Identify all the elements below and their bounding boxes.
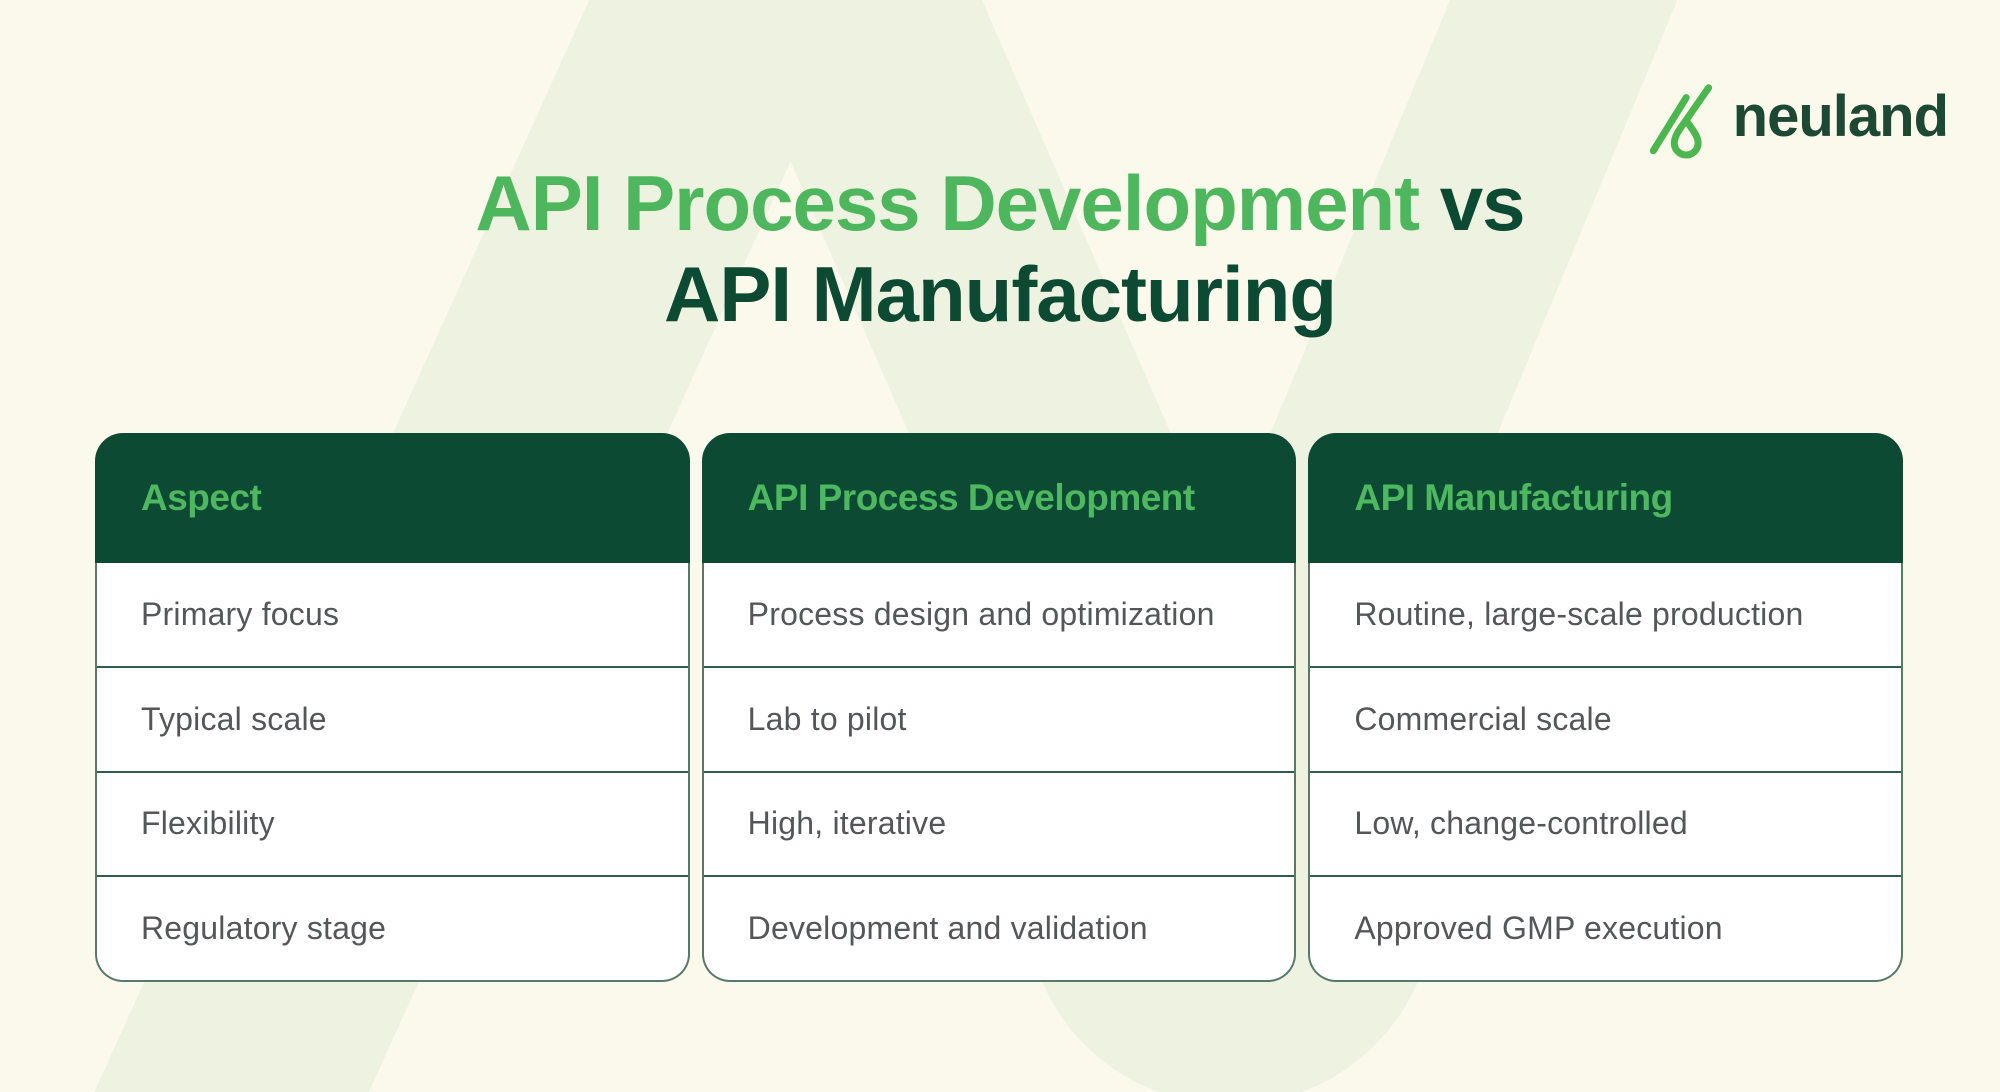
brand-logo: neuland bbox=[1647, 74, 1949, 166]
table-cell: Regulatory stage bbox=[97, 875, 688, 980]
column-aspect: Aspect Primary focus Typical scale Flexi… bbox=[95, 433, 690, 982]
table-cell: Process design and optimization bbox=[747, 595, 1215, 632]
title-line-2: API Manufacturing bbox=[663, 250, 1337, 339]
title-line1-dark: vs bbox=[1419, 159, 1526, 247]
table-cell: Low, change-controlled bbox=[1310, 770, 1902, 876]
title-line-1: API Process Development vs bbox=[0, 158, 2000, 249]
title-line1-green: API Process Development bbox=[475, 159, 1420, 247]
table-cell: Development and validation bbox=[703, 875, 1295, 980]
page-title: API Process Development vs API Manufactu… bbox=[0, 158, 2000, 341]
brand-name: neuland bbox=[1732, 84, 1949, 149]
column-body: Primary focus Typical scale Flexibility … bbox=[95, 563, 690, 982]
table-cell: Flexibility bbox=[97, 770, 688, 876]
table-cell: Typical scale bbox=[97, 665, 688, 771]
column-api-manufacturing: API Manufacturing Routine, large-scale p… bbox=[1308, 433, 1904, 982]
column-api-process-development: API Process Development Process design a… bbox=[701, 433, 1297, 982]
column-header: Aspect bbox=[95, 433, 690, 563]
table-cell: Lab to pilot bbox=[703, 665, 1295, 771]
comparison-table: Aspect Primary focus Typical scale Flexi… bbox=[95, 433, 1904, 982]
table-cell: Primary focus bbox=[141, 595, 340, 632]
column-body: Process design and optimization Lab to p… bbox=[701, 563, 1297, 982]
neuland-n-droplet-icon bbox=[1649, 84, 1712, 159]
column-header: API Manufacturing bbox=[1308, 433, 1904, 563]
column-body: Routine, large-scale production Commerci… bbox=[1308, 563, 1904, 982]
table-cell: Routine, large-scale production bbox=[1354, 595, 1804, 632]
column-header: API Process Development bbox=[701, 433, 1297, 563]
table-cell: High, iterative bbox=[703, 770, 1295, 876]
table-cell: Commercial scale bbox=[1310, 665, 1902, 771]
table-cell: Approved GMP execution bbox=[1310, 875, 1902, 980]
